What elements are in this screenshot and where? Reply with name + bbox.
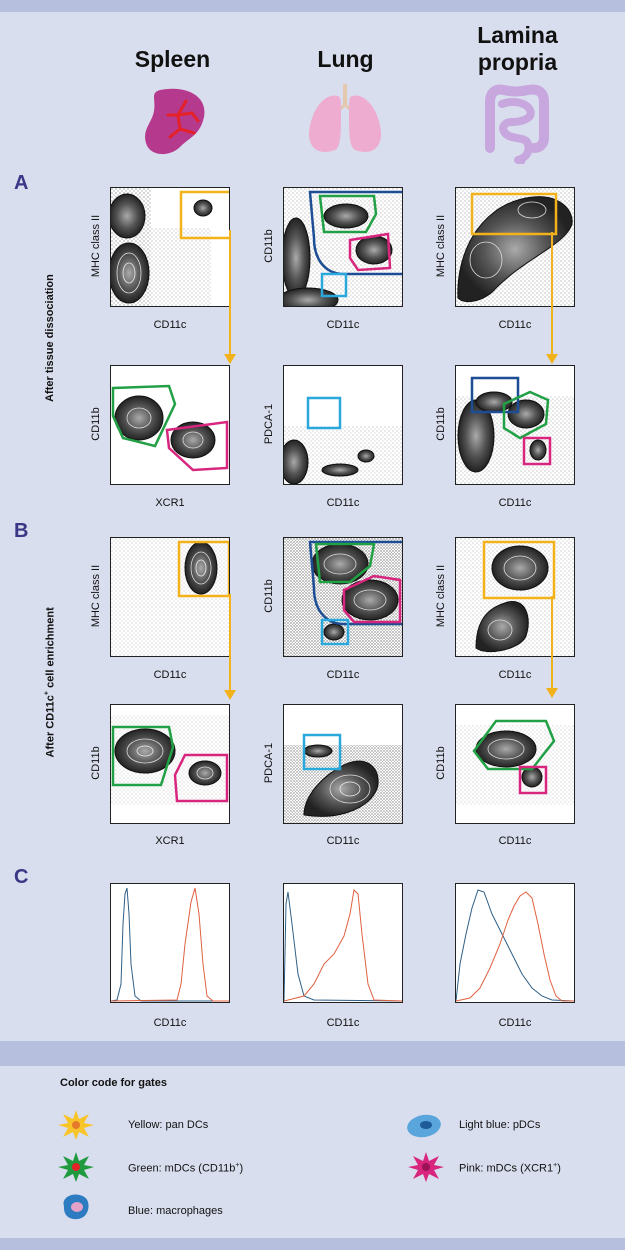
- gate-arrow-b-spleen: [224, 594, 236, 700]
- ylabel-a1-spleen: MHC class II: [90, 214, 102, 278]
- plot-a-spleen-1: [110, 187, 230, 307]
- legend-label-pink-text: Pink: mDCs (XCR1: [459, 1162, 554, 1175]
- side-label-tissue-dissociation: After tissue dissociation: [44, 274, 56, 402]
- xlabel-b2-lp: CD11c: [498, 835, 532, 847]
- xlabel-a1-lung: CD11c: [326, 319, 360, 331]
- plot-b-lung-1: [283, 537, 403, 657]
- xlabel-a1-spleen: CD11c: [153, 319, 187, 331]
- pink-mdc-icon: [408, 1152, 444, 1182]
- plot-b-lp-1: [455, 537, 575, 657]
- side-label-b-post: cell enrichment: [44, 607, 57, 691]
- ylabel-b2-lp: CD11b: [435, 746, 447, 780]
- section-label-a: A: [14, 172, 29, 194]
- plot-b-spleen-2: [110, 704, 230, 824]
- legend-label-green: Green: mDCs (CD11b+): [128, 1162, 243, 1175]
- ylabel-a2-spleen: CD11b: [90, 407, 102, 441]
- xlabel-b2-lung: CD11c: [326, 835, 360, 847]
- plot-b-spleen-1: [110, 537, 230, 657]
- yellow-dc-icon: [58, 1110, 94, 1140]
- plot-a-lp-1: [455, 187, 575, 307]
- ylabel-a2-lp: CD11b: [435, 407, 447, 441]
- plot-a-lung-2: [283, 365, 403, 485]
- section-label-b: B: [14, 520, 29, 542]
- section-label-c: C: [14, 866, 29, 888]
- bottom-band: [0, 1238, 625, 1250]
- legend-label-pink-tail: ): [557, 1162, 561, 1175]
- light-blue-pdc-icon: [407, 1114, 441, 1138]
- top-band: [0, 0, 625, 12]
- ylabel-a1-lung: CD11b: [263, 229, 275, 263]
- legend-title: Color code for gates: [60, 1077, 167, 1089]
- xlabel-c-lung: CD11c: [326, 1017, 360, 1029]
- xlabel-b1-lung: CD11c: [326, 669, 360, 681]
- column-title-line1: Lamina: [477, 22, 558, 48]
- legend: [0, 1066, 625, 1238]
- ylabel-b2-lung: PDCA-1: [263, 742, 275, 784]
- legend-label-pink: Pink: mDCs (XCR1+): [459, 1162, 561, 1175]
- plot-b-lung-2: [283, 704, 403, 824]
- xlabel-a2-lung: CD11c: [326, 497, 360, 509]
- gate-arrow-a-lp: [546, 232, 558, 364]
- side-label-b-pre: After CD11c: [44, 695, 57, 758]
- lung-icon: [308, 84, 382, 152]
- column-title-line2: propria: [477, 49, 558, 75]
- blue-macrophage-icon: [63, 1194, 89, 1220]
- intestine-icon: [485, 84, 549, 164]
- histogram-lung: [283, 883, 403, 1003]
- ylabel-b1-lung: CD11b: [263, 579, 275, 613]
- legend-label-light-blue: Light blue: pDCs: [459, 1119, 541, 1131]
- legend-label-green-tail: ): [239, 1162, 244, 1175]
- xlabel-b1-lp: CD11c: [498, 669, 532, 681]
- histogram-lp: [455, 883, 575, 1003]
- legend-label-pink-sup: +: [553, 1162, 558, 1169]
- column-title-spleen: Spleen: [134, 46, 211, 72]
- gate-arrow-b-lp: [546, 596, 558, 698]
- ylabel-b1-lp: MHC class II: [435, 564, 447, 628]
- histogram-spleen: [110, 883, 230, 1003]
- green-mdc-icon: [58, 1152, 94, 1182]
- plot-b-lp-2: [455, 704, 575, 824]
- side-label-b-sup: +: [43, 690, 51, 696]
- xlabel-a2-lp: CD11c: [498, 497, 532, 509]
- ylabel-b2-spleen: CD11b: [90, 746, 102, 780]
- plot-a-spleen-2: [110, 365, 230, 485]
- xlabel-c-spleen: CD11c: [153, 1017, 187, 1029]
- gate-arrow-a-spleen: [224, 230, 236, 364]
- plot-a-lp-2: [455, 365, 575, 485]
- legend-label-yellow: Yellow: pan DCs: [128, 1119, 209, 1131]
- legend-label-green-sup: +: [235, 1162, 240, 1169]
- legend-label-green-text: Green: mDCs (CD11b: [128, 1162, 236, 1175]
- ylabel-b1-spleen: MHC class II: [90, 564, 102, 628]
- side-label-cd11c-enrichment: After CD11c+ cell enrichment: [44, 602, 57, 762]
- spleen-icon: [145, 88, 205, 155]
- xlabel-a1-lp: CD11c: [498, 319, 532, 331]
- legend-label-blue: Blue: macrophages: [128, 1205, 223, 1217]
- column-title-lung: Lung: [317, 46, 374, 72]
- xlabel-a2-spleen: XCR1: [155, 497, 185, 509]
- xlabel-c-lp: CD11c: [498, 1017, 532, 1029]
- ylabel-a2-lung: PDCA-1: [263, 403, 275, 445]
- plot-a-lung-1: [283, 187, 403, 307]
- separator-band: [0, 1041, 625, 1066]
- column-title-lamina-propria: Lamina propria: [455, 22, 580, 76]
- xlabel-b1-spleen: CD11c: [153, 669, 187, 681]
- ylabel-a1-lp: MHC class II: [435, 214, 447, 278]
- xlabel-b2-spleen: XCR1: [155, 835, 185, 847]
